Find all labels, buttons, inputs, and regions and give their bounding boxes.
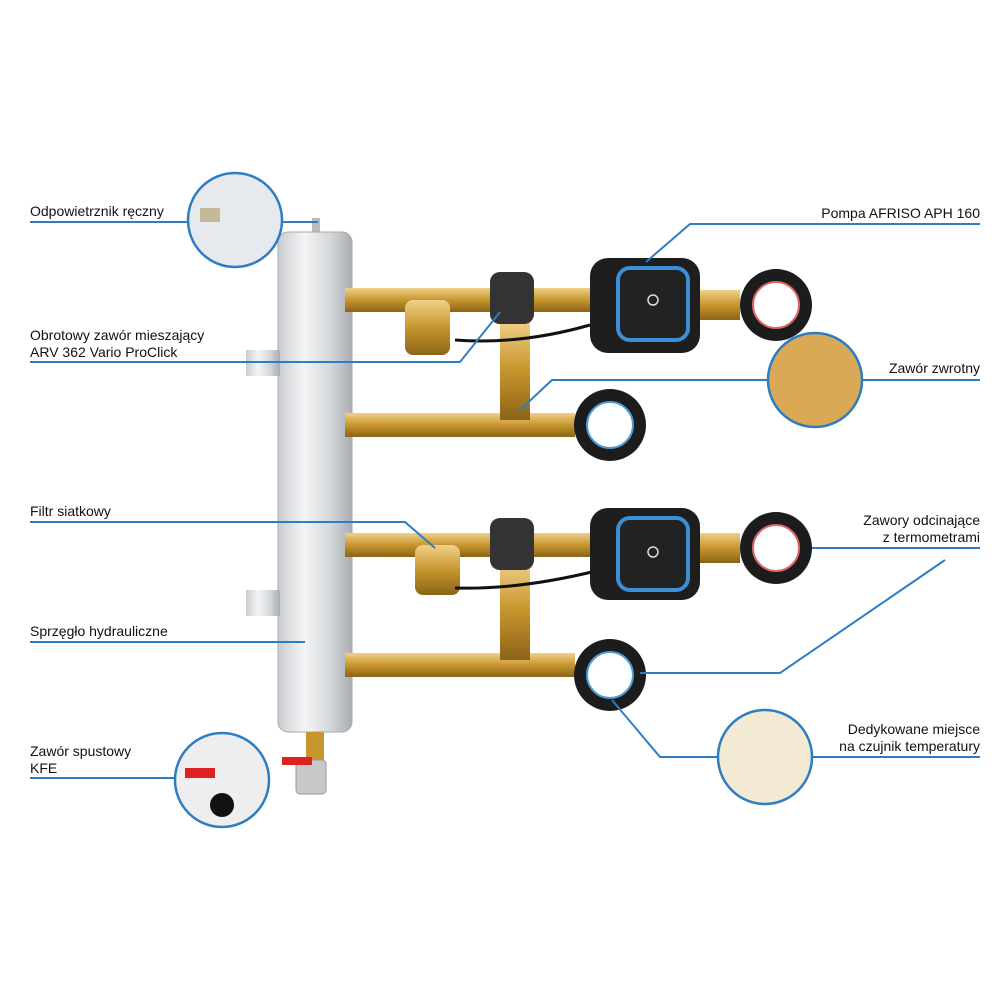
label-pump: Pompa AFRISO APH 160 bbox=[821, 205, 980, 221]
label-shutoff-valves: Zawory odcinające z termometrami bbox=[863, 512, 980, 546]
mixing-valves bbox=[454, 272, 601, 590]
label-shutoff-valves-line1: Zawory odcinające bbox=[863, 512, 980, 528]
label-mixing-valve-line1: Obrotowy zawór mieszający bbox=[30, 327, 205, 343]
label-mixing-valve-line2: ARV 362 Vario ProClick bbox=[30, 344, 178, 360]
label-strainer: Filtr siatkowy bbox=[30, 503, 111, 519]
hydraulic-separator bbox=[246, 218, 353, 795]
callout-lines bbox=[30, 221, 980, 779]
label-check-valve: Zawór zwrotny bbox=[888, 360, 980, 376]
label-mixing-valve: Obrotowy zawór mieszający ARV 362 Vario … bbox=[30, 327, 204, 361]
label-hydraulic-separator: Sprzęgło hydrauliczne bbox=[30, 623, 168, 639]
detail-circles bbox=[173, 171, 864, 829]
label-sensor-place: Dedykowane miejsce na czujnik temperatur… bbox=[839, 721, 980, 755]
label-air-vent: Odpowietrznik ręczny bbox=[30, 203, 164, 219]
label-drain-valve-line1: Zawór spustowy bbox=[30, 743, 132, 759]
pumps bbox=[590, 258, 700, 600]
pipes bbox=[345, 288, 740, 677]
label-sensor-place-line2: na czujnik temperatury bbox=[839, 738, 980, 754]
label-sensor-place-line1: Dedykowane miejsce bbox=[847, 721, 980, 737]
label-shutoff-valves-line2: z termometrami bbox=[882, 529, 980, 545]
label-drain-valve: Zawór spustowy KFE bbox=[30, 743, 131, 777]
label-drain-valve-line2: KFE bbox=[30, 760, 58, 776]
thermometer-gauges bbox=[574, 269, 812, 711]
